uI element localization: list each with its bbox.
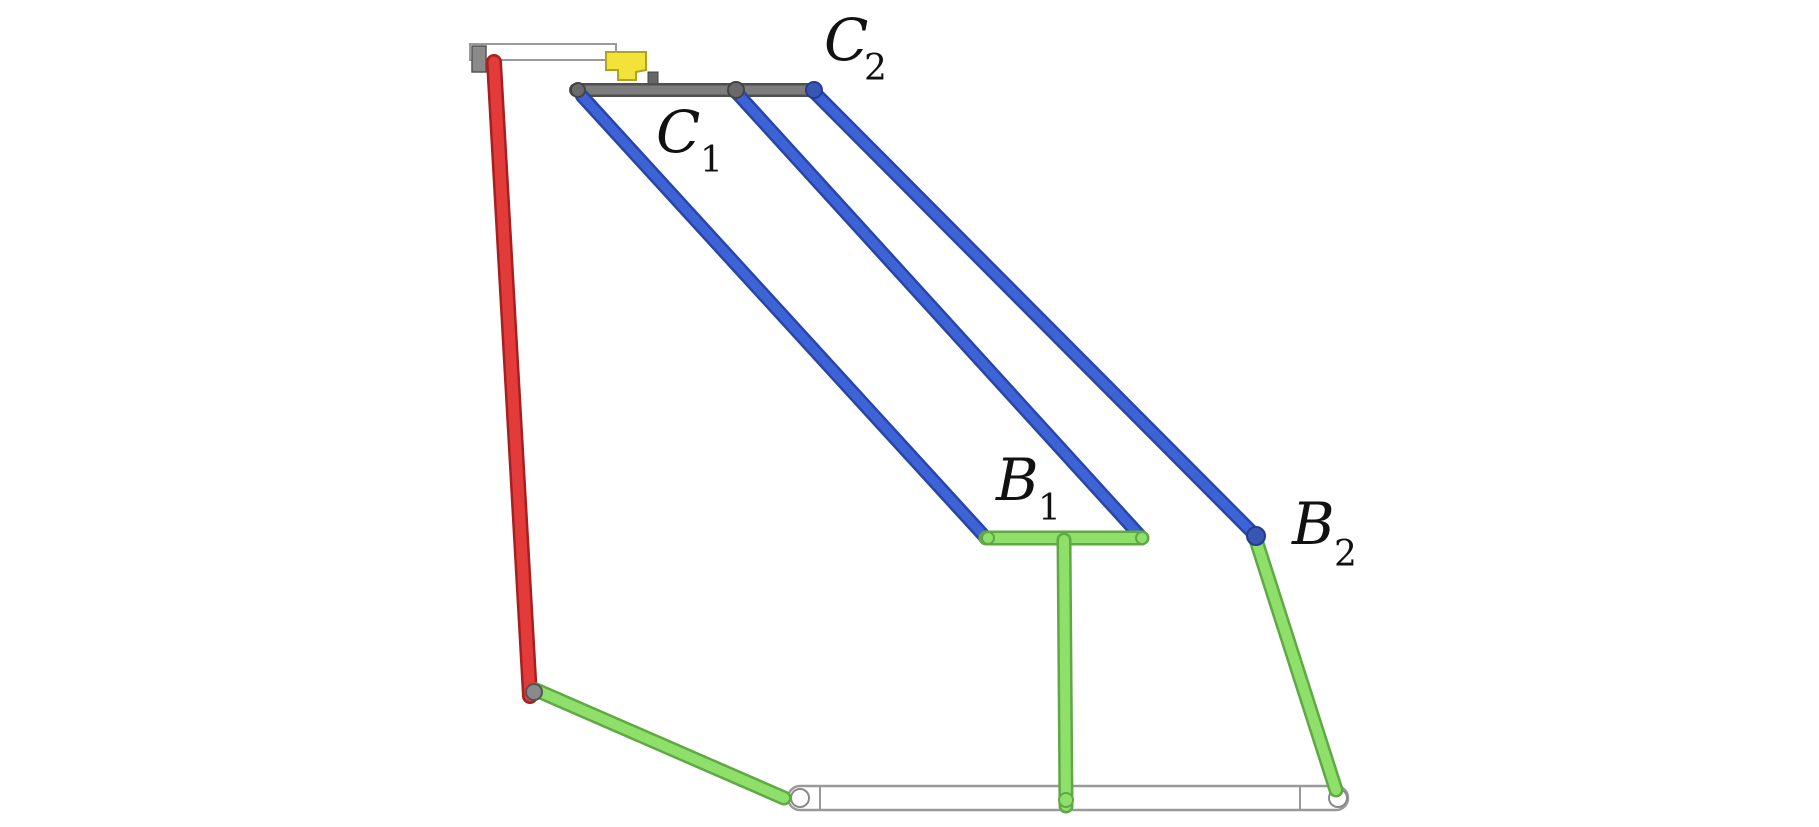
green-right-link bbox=[1248, 532, 1344, 798]
blue-link-left bbox=[575, 89, 993, 545]
label-b2-sub: 2 bbox=[1334, 534, 1357, 575]
joint-top-left bbox=[570, 82, 586, 98]
joint-c1 bbox=[727, 81, 745, 99]
blue-link-middle bbox=[729, 85, 1149, 545]
joint-red-bottom bbox=[525, 683, 543, 701]
green-t-stem bbox=[1056, 532, 1074, 814]
actuator-block bbox=[605, 51, 659, 87]
label-c1: C 1 bbox=[656, 98, 723, 181]
label-b1: B 1 bbox=[995, 446, 1061, 529]
joint-b1-left bbox=[981, 531, 995, 545]
joint-b2 bbox=[1246, 526, 1266, 546]
label-b2-letter: B bbox=[1291, 490, 1335, 558]
joint-b1-right bbox=[1135, 531, 1149, 545]
red-link bbox=[486, 54, 538, 704]
label-b1-letter: B bbox=[995, 446, 1039, 514]
label-c2: C 2 bbox=[824, 6, 887, 89]
label-c2-letter: C bbox=[824, 6, 868, 74]
joints bbox=[525, 81, 1266, 808]
label-c1-letter: C bbox=[656, 98, 700, 166]
green-lower-left-link bbox=[528, 682, 792, 806]
blue-link-right bbox=[805, 83, 1263, 543]
green-links bbox=[528, 530, 1344, 814]
joint-stem-base bbox=[1058, 792, 1074, 808]
blue-links bbox=[575, 83, 1263, 545]
label-b2: B 2 bbox=[1291, 490, 1357, 575]
label-b1-sub: 1 bbox=[1038, 488, 1061, 529]
label-c1-sub: 1 bbox=[700, 140, 723, 181]
label-c2-sub: 2 bbox=[864, 48, 887, 89]
joint-c2 bbox=[805, 81, 823, 99]
